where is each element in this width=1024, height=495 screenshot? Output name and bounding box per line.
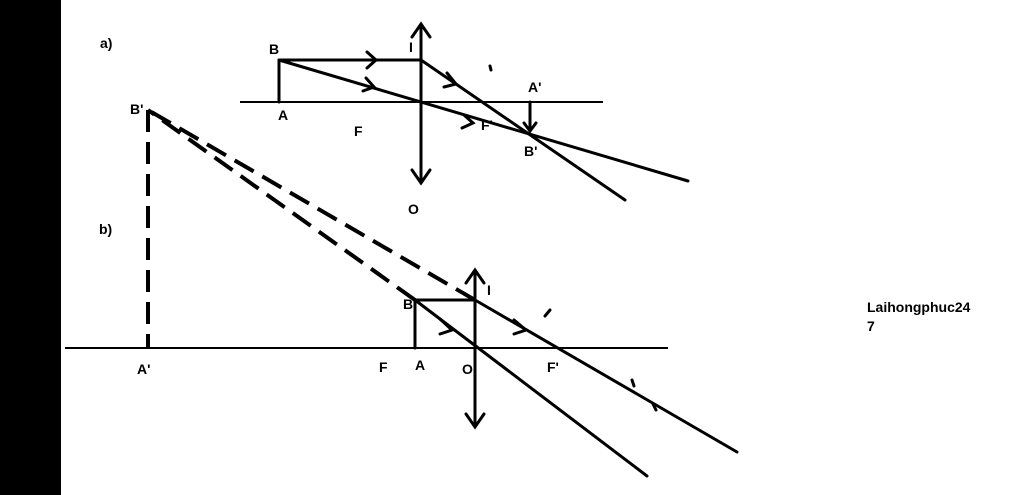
author-credit-line2: 7 [867, 318, 875, 334]
stray-mark-a [488, 64, 493, 72]
ray-arrow-a3 [361, 76, 377, 93]
label-f-a: F [354, 123, 363, 139]
ray-arrow-a1 [365, 50, 379, 70]
label-b-a: B [269, 41, 279, 57]
extension-dashed-2 [146, 108, 417, 302]
label-aprime-a: A' [528, 79, 541, 95]
extension-dashed-1 [146, 108, 477, 302]
label-o-b: O [462, 361, 473, 377]
image-arrow-a [522, 121, 538, 134]
stray-mark-b3 [651, 402, 658, 412]
left-black-bar [0, 0, 61, 495]
label-aprime-b: A' [137, 361, 150, 377]
diagram-a: a) B A I F F' O A' B' [100, 21, 690, 217]
ray-arrow-b2 [438, 317, 455, 336]
ray-center-a [277, 58, 690, 183]
ray-arrow-a2 [442, 71, 459, 89]
label-a-a: A [278, 107, 288, 123]
author-credit: Laihongphuc24 7 [867, 298, 970, 336]
part-label-b: b) [99, 221, 112, 237]
label-o-a: O [408, 201, 419, 217]
diagram-b: b) B' A' B A I F [65, 101, 739, 478]
ray-refracted-a [419, 58, 627, 202]
label-i-a: I [409, 39, 413, 55]
label-a-b: A [415, 357, 425, 373]
ray-center-b [413, 298, 649, 478]
label-bprime-a: B' [524, 143, 537, 159]
label-b-b: B [403, 296, 413, 312]
author-credit-line1: Laihongphuc24 [867, 299, 971, 315]
label-bprime-b: B' [130, 101, 143, 117]
part-label-a: a) [100, 35, 112, 51]
ray-arrow-a4 [460, 113, 476, 130]
lens-b [464, 267, 486, 430]
label-fprime-b: F' [547, 359, 559, 375]
label-i-b: I [487, 282, 491, 298]
label-fprime-a: F' [481, 117, 493, 133]
ray-arrow-b1 [512, 318, 530, 336]
stray-mark-b2 [630, 378, 636, 388]
stray-mark-b1 [543, 308, 552, 318]
label-f-b: F [379, 359, 388, 375]
